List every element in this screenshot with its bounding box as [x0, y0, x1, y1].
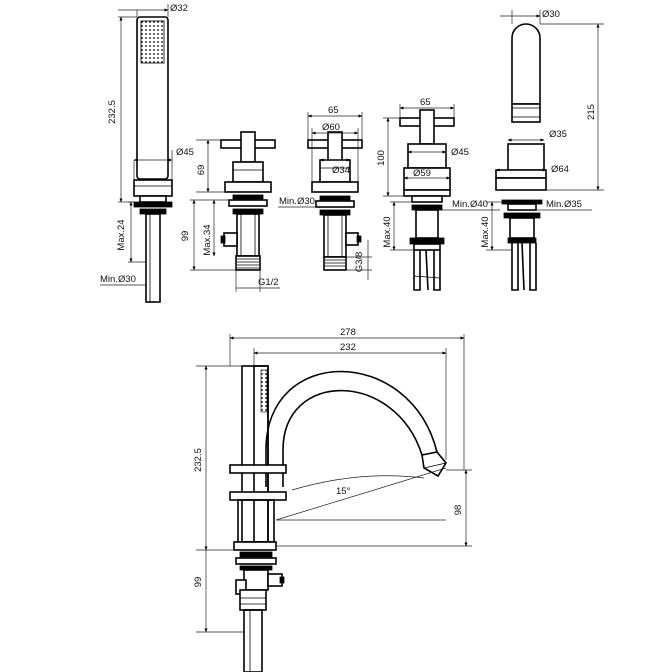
mixer-max-label: Max.40: [382, 216, 393, 247]
valve-thread-label: G1/2: [258, 277, 279, 288]
mixer-dia45-label: Ø45: [451, 147, 469, 158]
side-outlet-height-label: 98: [453, 505, 464, 516]
valve-max-label: Max.34: [202, 224, 213, 255]
diverter-thread-label: G3/8: [354, 252, 365, 273]
diverter-min-hole-label: Min.Ø30: [279, 196, 315, 207]
mixer-height-label: 100: [376, 150, 387, 166]
diverter-elevation: [307, 131, 363, 271]
shower-width-label: Ø32: [170, 3, 188, 14]
side-reach-spout-label: 232: [340, 342, 356, 353]
mixer-width-label: 65: [420, 97, 431, 108]
side-height-label: 232.5: [193, 448, 204, 472]
shower-max-label: Max.24: [116, 219, 127, 250]
spout-height-label: 215: [586, 104, 597, 120]
valve-elevation: [220, 131, 276, 271]
side-angle-label: 15°: [336, 486, 351, 497]
spout-dimensions: Ø30 215 Ø35 Ø64 Max.40 Min.Ø35: [480, 9, 604, 251]
spout-min-hole-label: Min.Ø35: [546, 199, 582, 210]
diverter-dia34-label: Ø34: [332, 165, 350, 176]
side-under-label: 99: [193, 577, 204, 588]
spout-dia30-label: Ø30: [542, 9, 560, 20]
valve-dimensions: 69 99 Max.34 G1/2: [180, 139, 280, 292]
shower-base-dia-label: Ø45: [176, 147, 194, 158]
hand-shower-dimensions: Ø32 232.5 Ø45 Max.24 Min.Ø30: [100, 3, 194, 286]
diverter-dia60-label: Ø60: [322, 122, 340, 133]
shower-min-hole-label: Min.Ø30: [100, 274, 136, 285]
side-view-dimensions: 278 232 232.5 99 15° 98: [193, 327, 472, 633]
mixer-dimensions: 65 100 Ø45 Ø59 Max.40 Min.Ø40: [376, 97, 500, 251]
valve-body-label: 99: [180, 231, 191, 242]
spout-dia35-label: Ø35: [549, 129, 567, 140]
side-view-elevation: [229, 365, 447, 672]
shower-height-label: 232.5: [107, 100, 118, 124]
spout-dia64-label: Ø64: [551, 164, 569, 175]
diverter-width-label: 65: [328, 105, 339, 116]
valve-height-label: 69: [196, 165, 207, 176]
spout-max-label: Max.40: [480, 216, 491, 247]
mixer-elevation: [399, 109, 455, 291]
diverter-dimensions: 65 Ø60 Ø34 Min.Ø30 G3/8: [278, 105, 372, 280]
mixer-dia59-label: Ø59: [413, 168, 431, 179]
mixer-min-hole-label: Min.Ø40: [452, 199, 488, 210]
side-reach-total-label: 278: [340, 327, 356, 338]
spout-elevation: [495, 23, 547, 291]
hand-shower-elevation: [133, 16, 173, 303]
